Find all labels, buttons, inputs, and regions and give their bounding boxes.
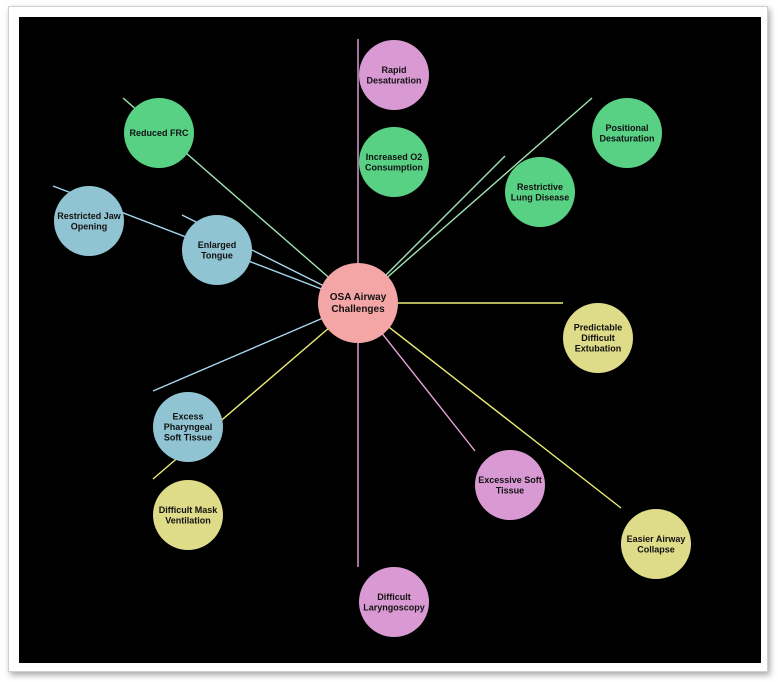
enlarged-tongue-label-line: Tongue [201,250,233,260]
hub-label-line: Challenges [331,304,385,315]
excess-pharyngeal-soft-tissue-label-line: Soft Tissue [164,433,212,443]
restricted-jaw-opening-label-line: Restricted Jaw [57,211,122,221]
excess-pharyngeal-soft-tissue-label-line: Pharyngeal [164,422,213,432]
excessive-soft-tissue-label-line: Tissue [496,485,524,495]
restricted-jaw-opening-label-line: Opening [71,221,108,231]
easier-airway-collapse-circle [621,509,691,579]
node-reduced-frc: Reduced FRC [124,98,194,168]
positional-desaturation-label-line: Desaturation [599,133,654,143]
restricted-jaw-opening-circle [54,186,124,256]
reduced-frc-label-line: Reduced FRC [129,128,189,138]
enlarged-tongue-label-line: Enlarged [198,240,237,250]
rapid-desaturation-circle [359,40,429,110]
positional-desaturation-label-line: Positional [605,123,648,133]
increased-o2-consumption-label-line: Increased O2 [366,152,423,162]
difficult-mask-ventilation-label-line: Ventilation [165,515,211,525]
positional-desaturation-circle [592,98,662,168]
rapid-desaturation-label-line: Desaturation [366,75,421,85]
easier-airway-collapse-label-line: Easier Airway [627,534,686,544]
hub-circle [318,263,398,343]
restrictive-lung-disease-circle [505,157,575,227]
increased-o2-consumption-circle [359,127,429,197]
reduced-frc-label: Reduced FRC [129,128,189,138]
predictable-difficult-extubation-label-line: Predictable [574,323,623,333]
difficult-laryngoscopy-label-line: Laryngoscopy [363,602,425,612]
reduced-frc-circle [124,98,194,168]
excess-pharyngeal-soft-tissue-label-line: Excess [172,412,203,422]
predictable-difficult-extubation-label-line: Difficult [581,333,615,343]
difficult-mask-ventilation-label-line: Difficult Mask [159,505,219,515]
spoke-green-upright [357,97,593,304]
increased-o2-consumption-label-line: Consumption [365,162,423,172]
excess-pharyngeal-soft-tissue-circle [153,392,223,462]
rapid-desaturation-label-line: Rapid [381,65,406,75]
difficult-laryngoscopy-circle [359,567,429,637]
difficult-mask-ventilation-circle [153,480,223,550]
restrictive-lung-disease-label-line: Restrictive [517,182,563,192]
predictable-difficult-extubation-circle [563,303,633,373]
restrictive-lung-disease-label-line: Lung Disease [511,192,570,202]
predictable-difficult-extubation-label-line: Extubation [575,344,622,354]
hub-label-line: OSA Airway [330,292,387,303]
easier-airway-collapse-label-line: Collapse [637,544,675,554]
spoke-yellow-diag [357,302,622,509]
excessive-soft-tissue-circle [475,450,545,520]
excessive-soft-tissue-label-line: Excessive Soft [478,475,542,485]
enlarged-tongue-circle [182,215,252,285]
difficult-laryngoscopy-label-line: Difficult [377,592,411,602]
